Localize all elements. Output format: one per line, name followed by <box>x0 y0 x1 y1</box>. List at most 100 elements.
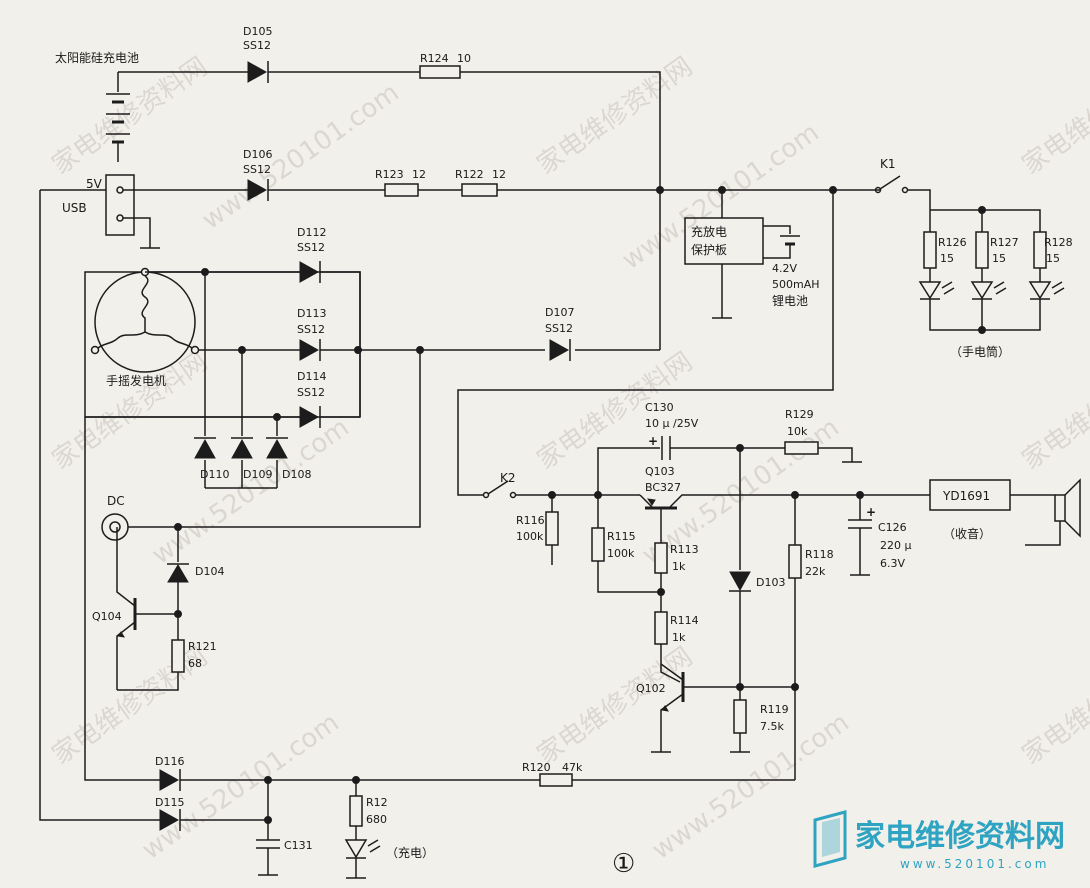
resistor-r115: R115 100k <box>591 527 636 562</box>
q104-ref: Q104 <box>92 610 122 623</box>
r115-ref: R115 <box>607 530 636 543</box>
d104-ref: D104 <box>195 565 224 578</box>
resistor-r113: R113 1k <box>654 542 699 574</box>
r124-val: 10 <box>457 52 471 65</box>
d109-ref: D109 <box>243 468 272 481</box>
battery-voltage: 4.2V <box>772 262 797 275</box>
solar-cell-label: 太阳能硅充电池 <box>55 50 139 65</box>
transistor-q103: Q103 BC327 <box>639 465 930 543</box>
resistor-r118: R118 22k <box>788 544 834 579</box>
d105-ref: D105 <box>243 25 272 38</box>
c126-ref: C126 <box>878 521 907 534</box>
radio-section: K2 R116 100k R115 100k + C130 10 μ /25V <box>457 190 1081 780</box>
solar-branch: 太阳能硅充电池 D105 SS12 R124 10 <box>55 25 661 350</box>
r118-val: 22k <box>805 565 826 578</box>
r128-ref: R128 <box>1044 236 1073 249</box>
r119-val: 7.5k <box>760 720 784 733</box>
watermark-text: 家电维修资料网 <box>47 347 213 476</box>
watermarks: 家电维修资料网 www.520101.com 家电维修资料网 www.52010… <box>47 52 1090 866</box>
logo-sub: www.520101.com <box>900 857 1049 871</box>
diode-d109: D109 <box>231 437 272 481</box>
q103-ref: Q103 <box>645 465 675 478</box>
flashlight-branch: K1 R126 15 R127 15 R128 15 <box>874 157 1073 359</box>
d116-ref: D116 <box>155 755 184 768</box>
d106-ref: D106 <box>243 148 272 161</box>
diode-d112: D112 SS12 <box>297 226 326 283</box>
r116-ref: R116 <box>516 514 545 527</box>
radio-label: （收音） <box>943 526 991 541</box>
watermark-url: www.520101.com <box>137 708 345 866</box>
c130-val: 10 μ /25V <box>645 417 699 430</box>
resistor-r127: R127 15 <box>975 231 1019 269</box>
c126-val2: 6.3V <box>880 557 905 570</box>
led-flashlight-2 <box>970 281 1007 300</box>
resistor-r114: R114 1k <box>654 611 699 645</box>
watermark-text: 家电维修资料网 <box>1017 52 1090 181</box>
charging-section: D116 D115 R120 47k C131 R12 680 <box>39 190 795 879</box>
c130-ref: C130 <box>645 401 674 414</box>
watermark-text: 家电维修资料网 <box>47 52 213 181</box>
d113-val: SS12 <box>297 323 325 336</box>
protection-board <box>684 217 764 265</box>
k1-label: K1 <box>880 157 896 171</box>
resistor-r129: R129 10k <box>784 408 819 455</box>
diode-d110: D110 <box>194 437 229 481</box>
d106-val: SS12 <box>243 163 271 176</box>
led-flashlight-3 <box>1028 281 1065 300</box>
d108-ref: D108 <box>282 468 311 481</box>
logo-title: 家电维修资料网 <box>855 819 1065 854</box>
capacitor-c131: C131 <box>256 839 313 852</box>
q103-val: BC327 <box>645 481 681 494</box>
watermark-url: www.520101.com <box>197 78 405 236</box>
flashlight-label: （手电筒） <box>950 344 1010 359</box>
resistor-r12: R12 680 <box>349 795 388 827</box>
r126-val: 15 <box>940 252 954 265</box>
diode-d114: D114 SS12 <box>297 370 326 428</box>
r123-val: 12 <box>412 168 426 181</box>
capacitor-c130: + C130 10 μ /25V <box>645 401 699 460</box>
speaker-icon <box>1025 478 1081 546</box>
d105-val: SS12 <box>243 39 271 52</box>
r12-ref: R12 <box>366 796 388 809</box>
r122-ref: R122 <box>455 168 484 181</box>
diode-d103: D103 <box>729 571 785 592</box>
transistor-q102: Q102 <box>636 663 685 752</box>
r122-val: 12 <box>492 168 506 181</box>
generator-section: 手摇发电机 D112 SS12 D113 SS12 D114 SS12 <box>84 226 660 489</box>
diode-d104: D104 <box>167 563 224 583</box>
k2-switch <box>487 480 509 495</box>
led-flashlight-1 <box>918 281 955 300</box>
generator-label: 手摇发电机 <box>106 373 166 388</box>
r118-ref: R118 <box>805 548 834 561</box>
r124-ref: R124 <box>420 52 449 65</box>
watermark-text: 家电维修资料网 <box>532 52 698 181</box>
watermark-text: 家电维修资料网 <box>532 642 698 771</box>
r121-val: 68 <box>188 657 202 670</box>
battery-capacity: 500mAH <box>772 278 820 291</box>
usb-branch: 5V USB D106 SS12 R123 12 R122 12 <box>40 148 880 249</box>
d103-ref: D103 <box>756 576 785 589</box>
charge-label: （充电） <box>386 845 434 860</box>
watermark-text: 家电维修资料网 <box>1017 347 1090 476</box>
dc-jack <box>101 513 129 541</box>
r119-ref: R119 <box>760 703 789 716</box>
resistor-r121: R121 68 <box>171 639 217 673</box>
d110-ref: D110 <box>200 468 229 481</box>
resistor-r119: R119 7.5k <box>733 699 789 734</box>
radio-ic-label: YD1691 <box>942 489 990 503</box>
d114-ref: D114 <box>297 370 326 383</box>
battery-board: 充放电 保护板 4.2V 500mAH 锂电池 <box>684 190 820 319</box>
d112-ref: D112 <box>297 226 326 239</box>
r114-ref: R114 <box>670 614 699 627</box>
r129-ref: R129 <box>785 408 814 421</box>
diode-d108: D108 <box>266 437 311 481</box>
d115-ref: D115 <box>155 796 184 809</box>
r115-val: 100k <box>607 547 635 560</box>
k2-label: K2 <box>500 471 516 485</box>
diode-d113: D113 SS12 <box>297 307 326 361</box>
battery-type: 锂电池 <box>772 293 808 308</box>
led-charge <box>344 839 381 859</box>
resistor-r122: R122 12 <box>455 168 506 197</box>
c126-val: 220 μ <box>880 539 912 552</box>
diode-d107: D107 SS12 <box>545 306 574 361</box>
